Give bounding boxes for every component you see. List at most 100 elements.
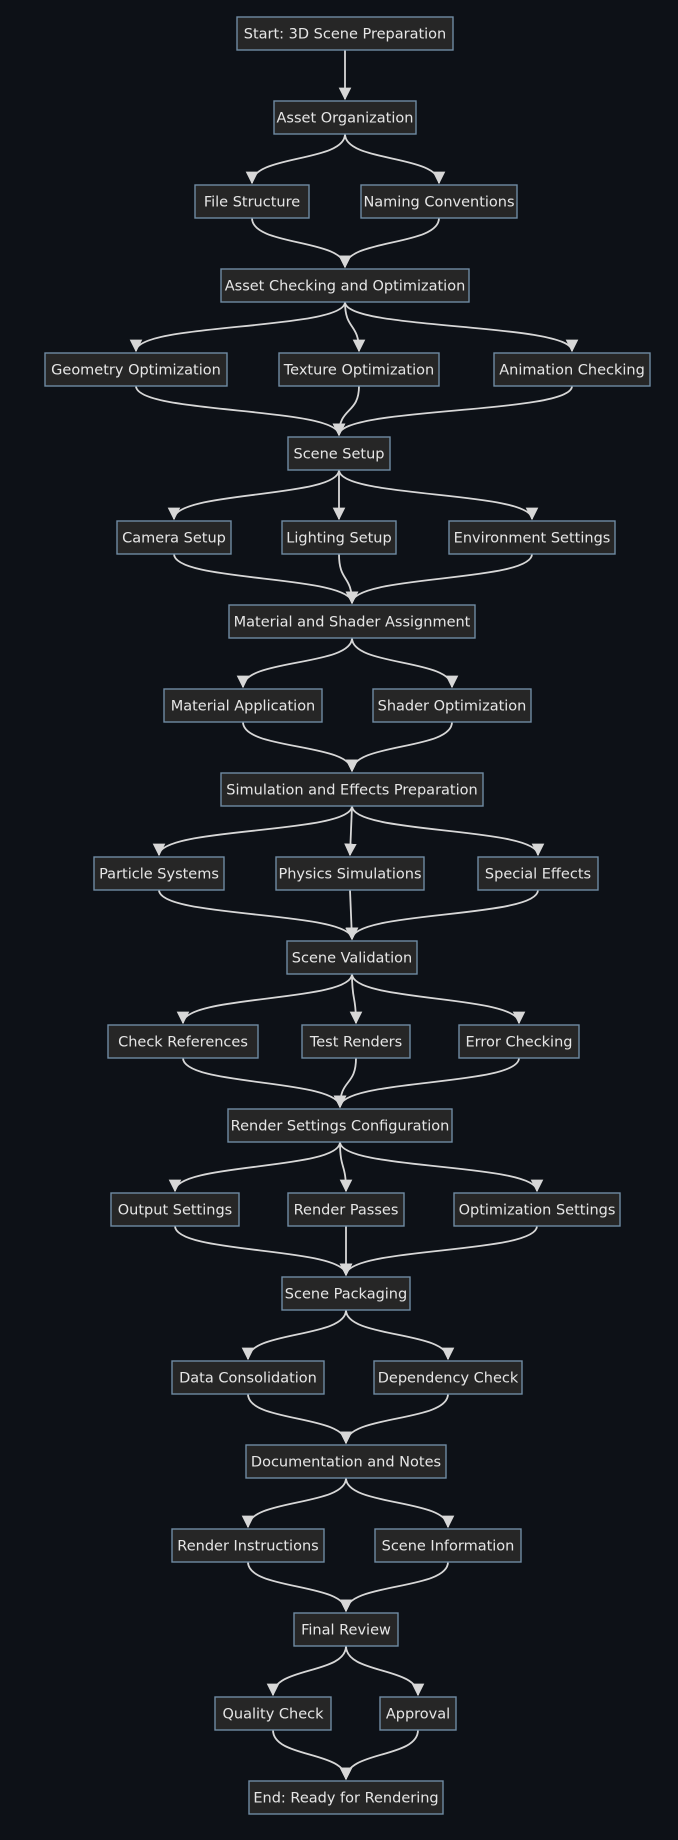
node-label: Render Passes <box>294 1203 399 1219</box>
node-quality: Quality Check <box>214 1696 332 1731</box>
node-label: Material and Shader Assignment <box>234 615 471 631</box>
edge-consolidation-to-documentation <box>247 1393 353 1445</box>
node-box <box>93 856 225 891</box>
node-packaging: Scene Packaging <box>281 1276 411 1311</box>
edge-environment-to-material-shader <box>345 553 533 605</box>
node-label: Material Application <box>171 699 316 715</box>
node-box <box>163 688 323 723</box>
node-environment: Environment Settings <box>448 520 616 555</box>
edge-naming-to-asset-check <box>338 217 440 269</box>
node-label: Special Effects <box>485 867 591 883</box>
node-box <box>281 1276 411 1311</box>
node-box <box>116 520 232 555</box>
node-box <box>281 520 397 555</box>
node-box <box>107 1024 259 1059</box>
edge-scene-setup-to-environment <box>338 469 539 521</box>
node-consolidation: Data Consolidation <box>171 1360 325 1395</box>
node-label: Animation Checking <box>499 363 645 379</box>
edge-asset-check-to-texture <box>344 301 366 353</box>
node-label: Check References <box>118 1035 248 1051</box>
edge-validation-to-error-check <box>351 973 526 1025</box>
edge-material-shader-to-shader-opt <box>351 637 459 689</box>
node-box <box>278 352 440 387</box>
node-box <box>275 856 425 891</box>
node-box <box>286 940 418 975</box>
node-box <box>273 100 417 135</box>
node-box <box>287 1192 405 1227</box>
node-label: Scene Validation <box>292 951 412 967</box>
node-box <box>360 184 518 219</box>
node-label: Lighting Setup <box>286 531 391 547</box>
node-scene-info: Scene Information <box>374 1528 522 1563</box>
edge-test-renders-to-render-settings <box>333 1057 357 1109</box>
node-label: Approval <box>386 1707 450 1723</box>
node-label: Scene Information <box>382 1539 515 1555</box>
node-texture: Texture Optimization <box>278 352 440 387</box>
edge-sim-effects-to-particles <box>152 805 353 857</box>
node-box <box>228 604 476 639</box>
node-box <box>214 1696 332 1731</box>
node-label: Render Instructions <box>177 1539 318 1555</box>
edge-special-fx-to-validation <box>345 889 539 941</box>
node-validation: Scene Validation <box>286 940 418 975</box>
edge-documentation-to-scene-info <box>345 1477 455 1529</box>
edge-instructions-to-final-review <box>247 1561 353 1613</box>
node-box <box>248 1780 444 1815</box>
edge-texture-to-scene-setup <box>332 385 360 437</box>
edge-scene-info-to-final-review <box>339 1561 449 1613</box>
node-check-refs: Check References <box>107 1024 259 1059</box>
node-box <box>448 520 616 555</box>
node-label: Simulation and Effects Preparation <box>226 783 477 799</box>
node-opt-settings: Optimization Settings <box>453 1192 621 1227</box>
edge-scene-setup-to-camera <box>167 469 340 521</box>
node-box <box>171 1360 325 1395</box>
node-error-check: Error Checking <box>458 1024 580 1059</box>
edge-sim-effects-to-physics <box>344 805 357 857</box>
edge-validation-to-check-refs <box>176 973 353 1025</box>
node-box <box>110 1192 240 1227</box>
node-box <box>453 1192 621 1227</box>
node-label: Naming Conventions <box>363 195 514 211</box>
edge-particles-to-validation <box>158 889 359 941</box>
node-box <box>227 1108 453 1143</box>
node-label: End: Ready for Rendering <box>253 1791 438 1807</box>
edge-opt-settings-to-packaging <box>339 1225 538 1277</box>
connectors <box>129 50 579 1781</box>
node-label: Environment Settings <box>454 531 611 547</box>
node-label: Documentation and Notes <box>251 1455 441 1471</box>
node-particles: Particle Systems <box>93 856 225 891</box>
node-material-app: Material Application <box>163 688 323 723</box>
edge-final-review-to-quality <box>266 1645 347 1697</box>
node-render-settings: Render Settings Configuration <box>227 1108 453 1143</box>
edge-final-review-to-approval <box>345 1645 425 1697</box>
node-approval: Approval <box>379 1696 457 1731</box>
edge-render-settings-to-passes <box>339 1141 353 1193</box>
edge-shader-opt-to-sim-effects <box>345 721 453 773</box>
node-label: Particle Systems <box>99 867 219 883</box>
node-label: Dependency Check <box>378 1371 519 1387</box>
node-scene-setup: Scene Setup <box>287 436 391 471</box>
node-box <box>477 856 599 891</box>
node-label: Geometry Optimization <box>51 363 221 379</box>
edge-render-settings-to-opt-settings <box>339 1141 544 1193</box>
node-physics: Physics Simulations <box>275 856 425 891</box>
edge-approval-to-end <box>339 1729 419 1781</box>
node-test-renders: Test Renders <box>301 1024 411 1059</box>
node-box <box>287 436 391 471</box>
node-documentation: Documentation and Notes <box>245 1444 447 1479</box>
node-box <box>194 184 310 219</box>
node-dependency: Dependency Check <box>373 1360 523 1395</box>
node-label: File Structure <box>204 195 300 211</box>
node-final-review: Final Review <box>293 1612 399 1647</box>
edge-file-structure-to-asset-check <box>251 217 352 269</box>
node-label: Error Checking <box>466 1035 573 1051</box>
edge-packaging-to-consolidation <box>241 1309 347 1361</box>
node-label: Start: 3D Scene Preparation <box>244 27 447 43</box>
edge-quality-to-end <box>272 1729 353 1781</box>
node-label: Asset Checking and Optimization <box>225 279 466 295</box>
node-output: Output Settings <box>110 1192 240 1227</box>
node-label: Quality Check <box>222 1707 324 1723</box>
node-passes: Render Passes <box>287 1192 405 1227</box>
